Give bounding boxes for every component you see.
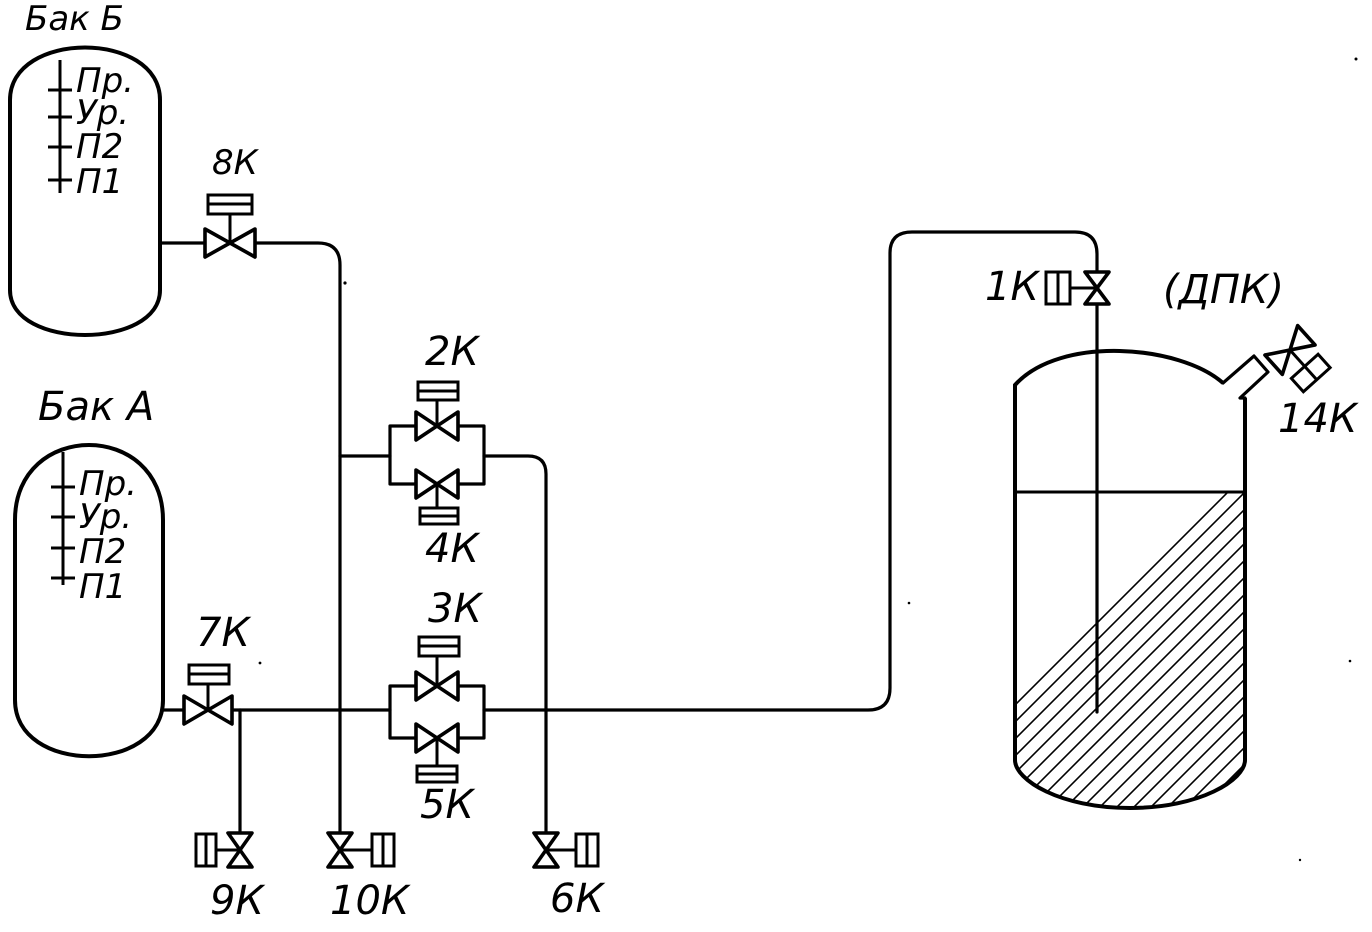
tank-b-vessel [8,45,162,337]
tank-b-title: Бак Б [25,0,124,39]
dpk-vessel-shell [1013,349,1247,811]
valve-2k-label: 2К [425,329,480,375]
hatch-line [1103,492,1245,808]
valve-9k[interactable]: 9К [194,831,265,924]
hatch-line [1188,492,1245,808]
hatch-line [1137,492,1245,808]
valve-10k-label: 10К [330,878,411,924]
hatch-line [1239,492,1245,808]
hatch-line [1015,492,1245,808]
valve-4k[interactable]: 4К [414,468,480,572]
hatch-line [1015,492,1245,808]
tank-a-mark-level: Ур. [79,497,132,537]
tank-a-title: Бак А [38,384,154,430]
dpk-vessel: (ДПК) [1013,267,1372,820]
hatch-line [1154,492,1245,808]
pipe-2k4k-group [388,424,486,486]
valve-10k[interactable]: 10К [326,831,411,924]
hatch-line [1018,492,1245,808]
hatch-line [1015,492,1245,808]
hatch-line [1325,480,1372,820]
hatch-line [1274,480,1372,820]
hatch-line [1308,480,1372,820]
valve-6k[interactable]: 6К [532,831,605,922]
valve-14k-label: 14К [1278,396,1359,442]
hatch-line [1015,492,1245,808]
valve-2k[interactable]: 2К [414,329,480,442]
valve-8k-label: 8К [212,143,260,183]
valve-7k-label: 7К [196,610,251,656]
scan-specks [258,57,1358,862]
valve-14k[interactable]: 14К [1263,323,1359,442]
valve-4k-label: 4К [425,526,480,572]
tank-a-mark-p2: П2 [79,532,126,572]
valve-1k[interactable]: 1К [985,264,1111,310]
hatch-line [1291,480,1372,820]
hatch-line [1120,492,1245,808]
tank-a-mark-p1: П1 [79,567,126,607]
hatch-line [1052,492,1245,808]
pipe-2k4k-to-6k [482,454,548,838]
hatch-line [1015,492,1245,808]
tank-b-mark-p2: П2 [76,127,123,167]
pipelines [158,230,1099,840]
valve-3k[interactable]: 3К [414,586,483,702]
hatch-line [1359,480,1372,820]
valve-1k-label: 1К [985,264,1040,310]
tank-b: Пр. Ур. П2 П1 Бак Б [8,0,162,337]
tank-b-mark-level: Ур. [76,93,129,133]
valve-9k-label: 9К [210,878,265,924]
pipe-8k-to-header [253,241,342,837]
valve-7k[interactable]: 7К [182,610,251,726]
pipe-3k5k-group [388,684,486,740]
valve-5k-label: 5К [420,782,475,828]
tank-b-mark-p1: П1 [76,162,123,202]
hatch-line [1069,492,1245,808]
pipe-main-to-dpk [482,230,1099,712]
valve-6k-label: 6К [550,876,605,922]
tank-a-vessel [13,443,165,759]
hatch-line [1257,480,1372,820]
hatch-line [1086,492,1245,808]
hatch-line [1342,480,1372,820]
hatch-line [1015,492,1245,808]
hatch-line [1171,492,1245,808]
dpk-vent-nozzle [1221,354,1270,400]
tank-a: Пр. Ур. П2 П1 Бак А [13,384,165,759]
valve-8k[interactable]: 8К [203,143,260,259]
hatch-line [1015,492,1241,808]
hatch-line [1035,492,1245,808]
dpk-liquid-hatching [1015,480,1372,820]
tank-b-mark-overflow: Пр. [76,61,134,101]
valve-5k[interactable]: 5К [414,722,475,828]
dpk-title: (ДПК) [1163,267,1284,313]
valve-3k-label: 3К [428,586,483,632]
hatch-line [1205,492,1245,808]
tank-a-mark-overflow: Пр. [79,464,137,504]
